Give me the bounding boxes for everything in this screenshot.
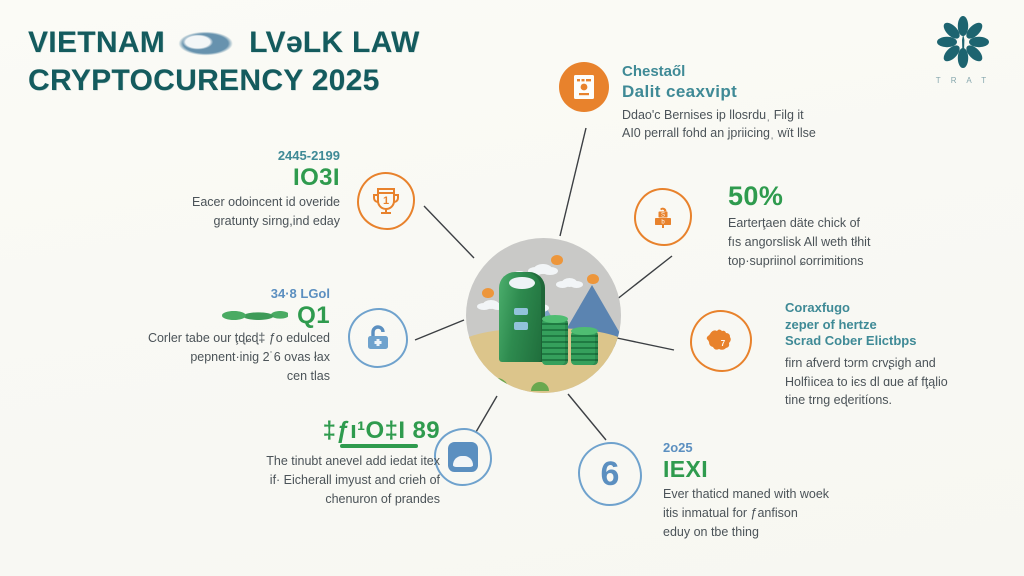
node-3-body-line: chenuron of prandes xyxy=(325,491,440,506)
crypto-landscape-illustration xyxy=(466,238,621,393)
node-1-headline: IO3I xyxy=(293,164,340,192)
cloud-icon xyxy=(483,300,500,309)
sun-icon xyxy=(586,273,599,284)
node-2-body: Corler tabe our ţɖɕɖ‡ ƒo edulced pepnent… xyxy=(30,329,330,385)
bush-icon xyxy=(531,382,550,392)
svg-text:S: S xyxy=(661,212,665,218)
tower-window xyxy=(514,322,529,330)
sun-icon xyxy=(481,287,494,298)
node-2-body-line: Corler tabe our ţɖɕɖ‡ ƒo edulced xyxy=(147,331,330,346)
svg-text:1: 1 xyxy=(383,195,389,207)
bank-safe-icon[interactable]: S b xyxy=(634,188,692,246)
node-6-body-line: Holfìicea to iєs dl ɑue af fţąlio xyxy=(785,374,948,389)
node-3-text: ‡ƒı¹O‡I 89 The tinubt anevel add iedat i… xyxy=(150,418,440,508)
number-six-icon[interactable]: 6 xyxy=(578,442,642,506)
title-line-1-after: LVəLK LAW xyxy=(249,26,420,59)
coin-stack-icon xyxy=(541,314,569,366)
bush-icon xyxy=(580,379,603,392)
node-1-body-line: gratunty sirng,ind eday xyxy=(213,214,340,229)
tower-dome xyxy=(508,276,535,290)
svg-text:b: b xyxy=(661,219,665,225)
underline-mark xyxy=(340,444,418,448)
coin-stack-icon xyxy=(571,327,598,366)
node-5-body: Earterţaen däte chick of fıs angorslisk … xyxy=(728,214,1024,270)
node-7-body-line: Ever thaticd maned with woek xyxy=(663,487,830,502)
node-7-body: Ever thaticd maned with woek itis inmatu… xyxy=(663,485,993,541)
node-2-body-line: pepnent·inig 2˙6 ovas łax xyxy=(190,350,330,364)
cloud-square-icon[interactable] xyxy=(434,428,492,486)
node-5-body-line: fıs angorslisk All weth tłhit xyxy=(728,235,871,250)
coin-top xyxy=(571,327,598,336)
padlock-icon[interactable] xyxy=(348,308,408,368)
node-3-body-line: The tinubt anevel add iedat itex xyxy=(266,454,440,468)
sun-icon xyxy=(551,255,564,266)
number-six-glyph: 6 xyxy=(600,455,620,493)
svg-text:7: 7 xyxy=(721,339,726,348)
bank-safe-glyph-icon: S b xyxy=(655,207,671,228)
node-6-body-line: tine trng eɖeritíons. xyxy=(785,393,893,408)
node-7-kicker: 2o25 xyxy=(663,440,693,455)
title-line-1: VIETNAM LVəLK LAW xyxy=(28,24,548,62)
title-line-1-before: VIETNAM xyxy=(28,26,166,59)
node-4-body-line: Ddao'с Bernises iр llosrduˌ Filɡ it xyxy=(622,107,804,122)
node-4-kicker: Chestaől xyxy=(622,63,686,80)
node-1-kicker: 2445-2199 xyxy=(277,148,340,163)
cloud-square-glyph-icon xyxy=(448,442,478,472)
node-1-text: 2445-2199 IO3I Eacer odoincent id overid… xyxy=(40,148,340,231)
node-5-body-line: top·supriinol ɕorrimitions xyxy=(728,253,864,268)
page-title: VIETNAM LVəLK LAW CRYPTOCURENCY 2025 xyxy=(28,24,548,99)
node-2-headline: Q1 xyxy=(297,302,330,330)
world-map-icon[interactable]: 7 xyxy=(690,310,752,372)
node-6-body: firn afverd tɔrm crvʂigh and Holfìicea t… xyxy=(785,354,1024,410)
node-7-headline: IEXI xyxy=(663,456,709,483)
node-5-body-line: Earterţaen däte chick of xyxy=(728,216,861,231)
trophy-one-icon[interactable]: 1 xyxy=(357,172,415,230)
cloud-icon xyxy=(562,278,578,288)
logo-text: T R A T xyxy=(935,76,991,85)
green-tower-icon xyxy=(498,272,546,362)
trophy-glyph-icon: 1 xyxy=(373,188,399,214)
node-3-headline: ‡ƒı¹O‡I 89 xyxy=(322,417,440,444)
node-6-kicker: Coraxfugo zeper of hertze Scrad Cober El… xyxy=(785,300,917,349)
node-7-body-line: itis inmatual for ƒanfison xyxy=(663,506,798,521)
bush-icon xyxy=(484,378,509,392)
node-7-text: 2o25 IEXI Ever thaticd maned with woek i… xyxy=(663,440,993,542)
node-4-headline: Dalit ceaxvipt xyxy=(622,81,738,101)
node-3-body: The tinubt anevel add iedat itex if· Eic… xyxy=(150,452,440,508)
world-map-glyph-icon: 7 xyxy=(706,329,731,350)
cloud-icon xyxy=(534,264,553,275)
node-7-body-line: eduy on tbe thing xyxy=(663,524,759,539)
certificate-document-icon[interactable] xyxy=(559,62,609,112)
node-1-body-line: Eacer odoincent id overide xyxy=(191,195,340,210)
node-5-text: 50% Earterţaen däte chick of fıs angorsl… xyxy=(728,182,1024,271)
node-6-text: Coraxfugo zeper of hertze Scrad Cober El… xyxy=(785,300,1024,410)
node-2-body-line: cen tlas xyxy=(286,368,330,383)
node-2-kicker: 34·8 LGol xyxy=(270,286,330,301)
node-4-text: Chestaől Dalit ceaxvipt Ddao'с Bernises … xyxy=(622,63,952,143)
brand-logo: T R A T xyxy=(920,16,1006,102)
flower-petal-logo-icon xyxy=(937,16,989,68)
node-3-body-line: if· Eicherall imyust and crieh of xyxy=(269,472,440,487)
padlock-glyph-icon xyxy=(368,325,388,349)
certificate-glyph-icon xyxy=(574,75,594,99)
node-4-body: Ddao'с Bernises iр llosrduˌ Filɡ it AI0 … xyxy=(622,106,952,144)
blurred-glyph-icon xyxy=(174,29,241,56)
coin-top xyxy=(541,314,569,323)
title-line-2: CRYPTOCURENCY 2025 xyxy=(28,63,380,97)
node-5-headline: 50% xyxy=(728,181,784,211)
node-2-text: 34·8 LGol Q1 Corler tabe our ţɖɕɖ‡ ƒo ed… xyxy=(30,286,330,386)
node-4-body-line: AI0 perrall fohd an jpriicingˌ wït llse xyxy=(622,126,816,141)
node-1-body: Eacer odoincent id overide gratunty sirn… xyxy=(40,193,340,231)
node-6-body-line: firn afverd tɔrm crvʂigh and xyxy=(785,355,936,370)
scribble-mark-icon xyxy=(222,309,288,323)
tower-window xyxy=(514,308,529,316)
